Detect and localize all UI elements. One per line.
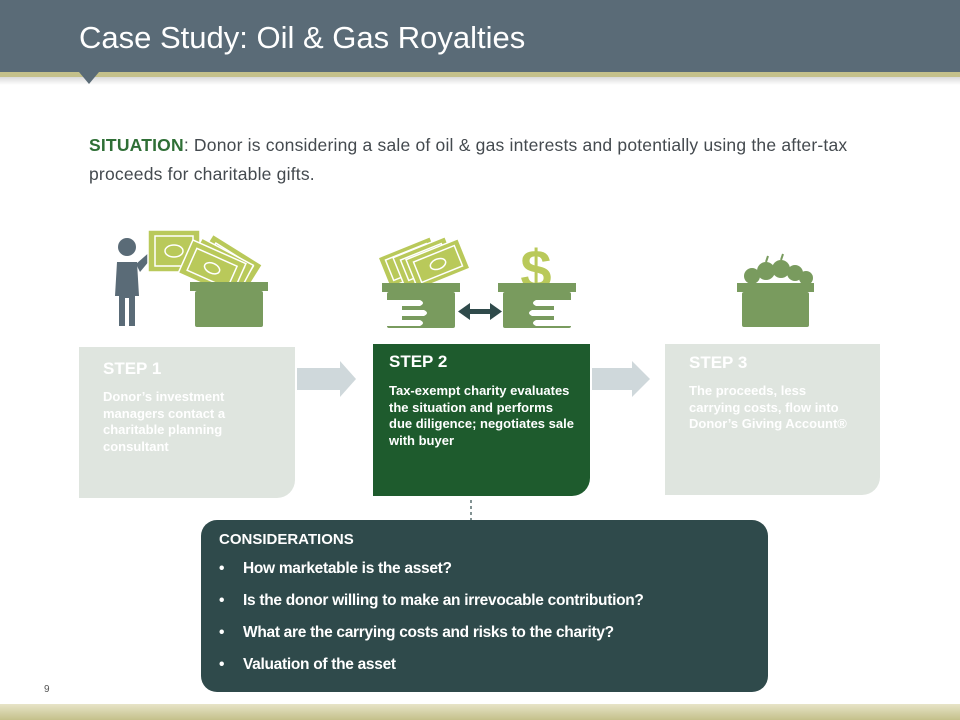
header-shadow [0, 77, 960, 85]
cash-icon [377, 235, 471, 291]
step-2-card: STEP 2 Tax-exempt charity evaluates the … [373, 344, 590, 496]
step-1-label: STEP 1 [103, 359, 162, 378]
header-accent-line [0, 72, 960, 77]
slide-title: Case Study: Oil & Gas Royalties [79, 20, 526, 55]
situation-text: SITUATION: Donor is considering a sale o… [89, 131, 869, 189]
footer-bar [0, 704, 960, 720]
header-bar [0, 0, 960, 72]
step-2-label: STEP 2 [389, 352, 448, 371]
apples-icon [744, 253, 813, 285]
considerations-box: CONSIDERATIONS How marketable is the ass… [201, 520, 768, 692]
page-number: 9 [44, 684, 50, 695]
consideration-item: What are the carrying costs and risks to… [219, 624, 750, 642]
situation-lead: SITUATION [89, 135, 184, 155]
consideration-item: How marketable is the asset? [219, 560, 750, 578]
basket-icon [737, 283, 814, 327]
step-1-text: Donor’s investment managers contact a ch… [103, 389, 226, 454]
considerations-list: How marketable is the asset? Is the dono… [219, 560, 750, 674]
step-3-text: The proceeds, less carrying costs, flow … [689, 383, 847, 431]
step-1-card: STEP 1 Donor’s investment managers conta… [79, 347, 295, 498]
step-arrow-icon [297, 361, 356, 397]
situation-body: : Donor is considering a sale of oil & g… [89, 135, 848, 184]
hand-icon [529, 300, 572, 326]
step-3-card: STEP 3 The proceeds, less carrying costs… [665, 344, 880, 495]
exchange-arrow-icon [458, 303, 502, 320]
hand-icon [384, 300, 427, 326]
basket-icon [190, 282, 268, 327]
step-arrow-icon [592, 361, 650, 397]
considerations-title: CONSIDERATIONS [219, 531, 354, 548]
consideration-item: Is the donor willing to make an irrevoca… [219, 592, 750, 610]
step-3-label: STEP 3 [689, 353, 748, 372]
accent-tick-icon [79, 72, 99, 84]
step-2-text: Tax-exempt charity evaluates the situati… [389, 383, 574, 448]
consideration-item: Valuation of the asset [219, 656, 750, 674]
